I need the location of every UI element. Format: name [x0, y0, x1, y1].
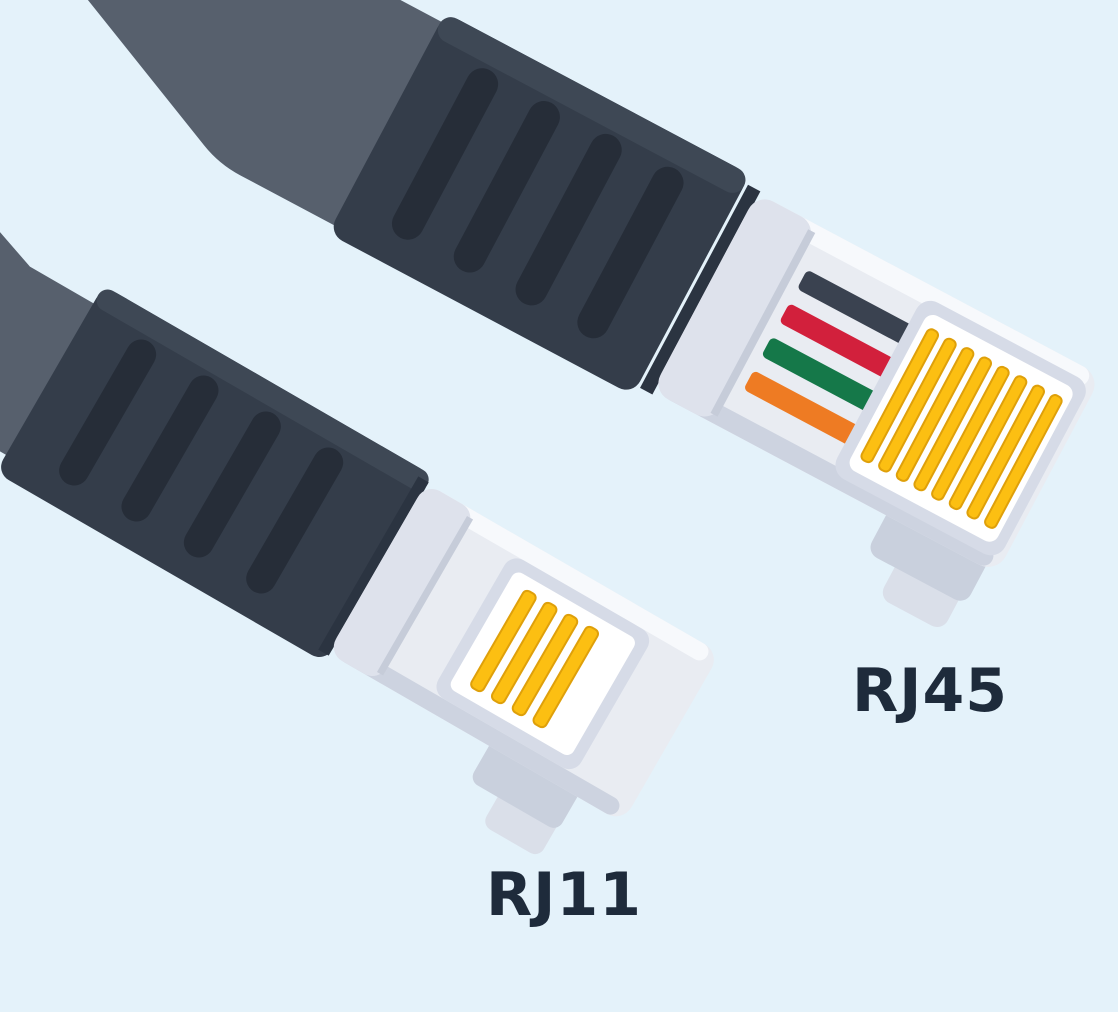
wire-orange	[745, 371, 872, 452]
rj11-boot-bevel	[96, 289, 429, 491]
gold-pin	[895, 347, 975, 482]
rj11-boot-ridges	[59, 339, 344, 594]
gold-pin	[913, 356, 993, 492]
rj45-label: RJ45	[851, 656, 1009, 726]
rj11-assembly	[0, 0, 709, 855]
rj45-boot-ridges	[391, 68, 684, 339]
rj45-seam	[640, 184, 761, 395]
boot-ridge	[515, 133, 622, 306]
rj11-label: RJ11	[485, 860, 643, 930]
gold-pin	[931, 365, 1010, 501]
rj11-body-shadow	[339, 645, 620, 815]
rj45-hood	[658, 199, 811, 417]
rj11-pins	[470, 589, 599, 729]
boot-ridge	[453, 101, 560, 273]
wire-red	[780, 304, 907, 385]
rj11-boot	[1, 289, 429, 658]
gold-pin	[511, 613, 579, 717]
wire-green	[762, 338, 889, 418]
gold-pin	[878, 337, 957, 473]
rj45-wires	[745, 271, 925, 452]
rj11-cable	[0, 0, 130, 476]
rj11-hood	[333, 488, 471, 677]
rj45-hood-edge	[710, 229, 816, 417]
gold-pin	[984, 394, 1063, 529]
boot-ridge	[391, 68, 499, 240]
boot-ridge	[59, 339, 157, 486]
gold-pin	[948, 375, 1028, 511]
rj45-boot-bevel	[437, 17, 746, 193]
rj45-boot-body	[333, 18, 745, 390]
rj45-assembly	[0, 0, 1090, 627]
rj11-body-highlight	[428, 491, 709, 661]
rj11-boot-body	[1, 290, 428, 658]
gold-pin	[470, 589, 537, 693]
rj45-pins	[860, 328, 1063, 529]
boot-ridge	[121, 375, 219, 522]
wire-black	[798, 271, 925, 351]
gold-pin	[532, 625, 599, 729]
gold-pin	[860, 328, 940, 464]
gold-pin	[966, 384, 1045, 520]
rj45-body-shadow	[664, 381, 994, 566]
rj11-seam	[318, 476, 429, 656]
gold-pin	[490, 601, 558, 705]
rj45-boot	[333, 17, 746, 390]
boot-ridge	[577, 166, 684, 339]
boot-ridge	[183, 411, 281, 558]
boot-ridge	[246, 447, 344, 594]
rj11-hood-edge	[376, 516, 474, 676]
rj11-cable-path	[0, 0, 130, 476]
